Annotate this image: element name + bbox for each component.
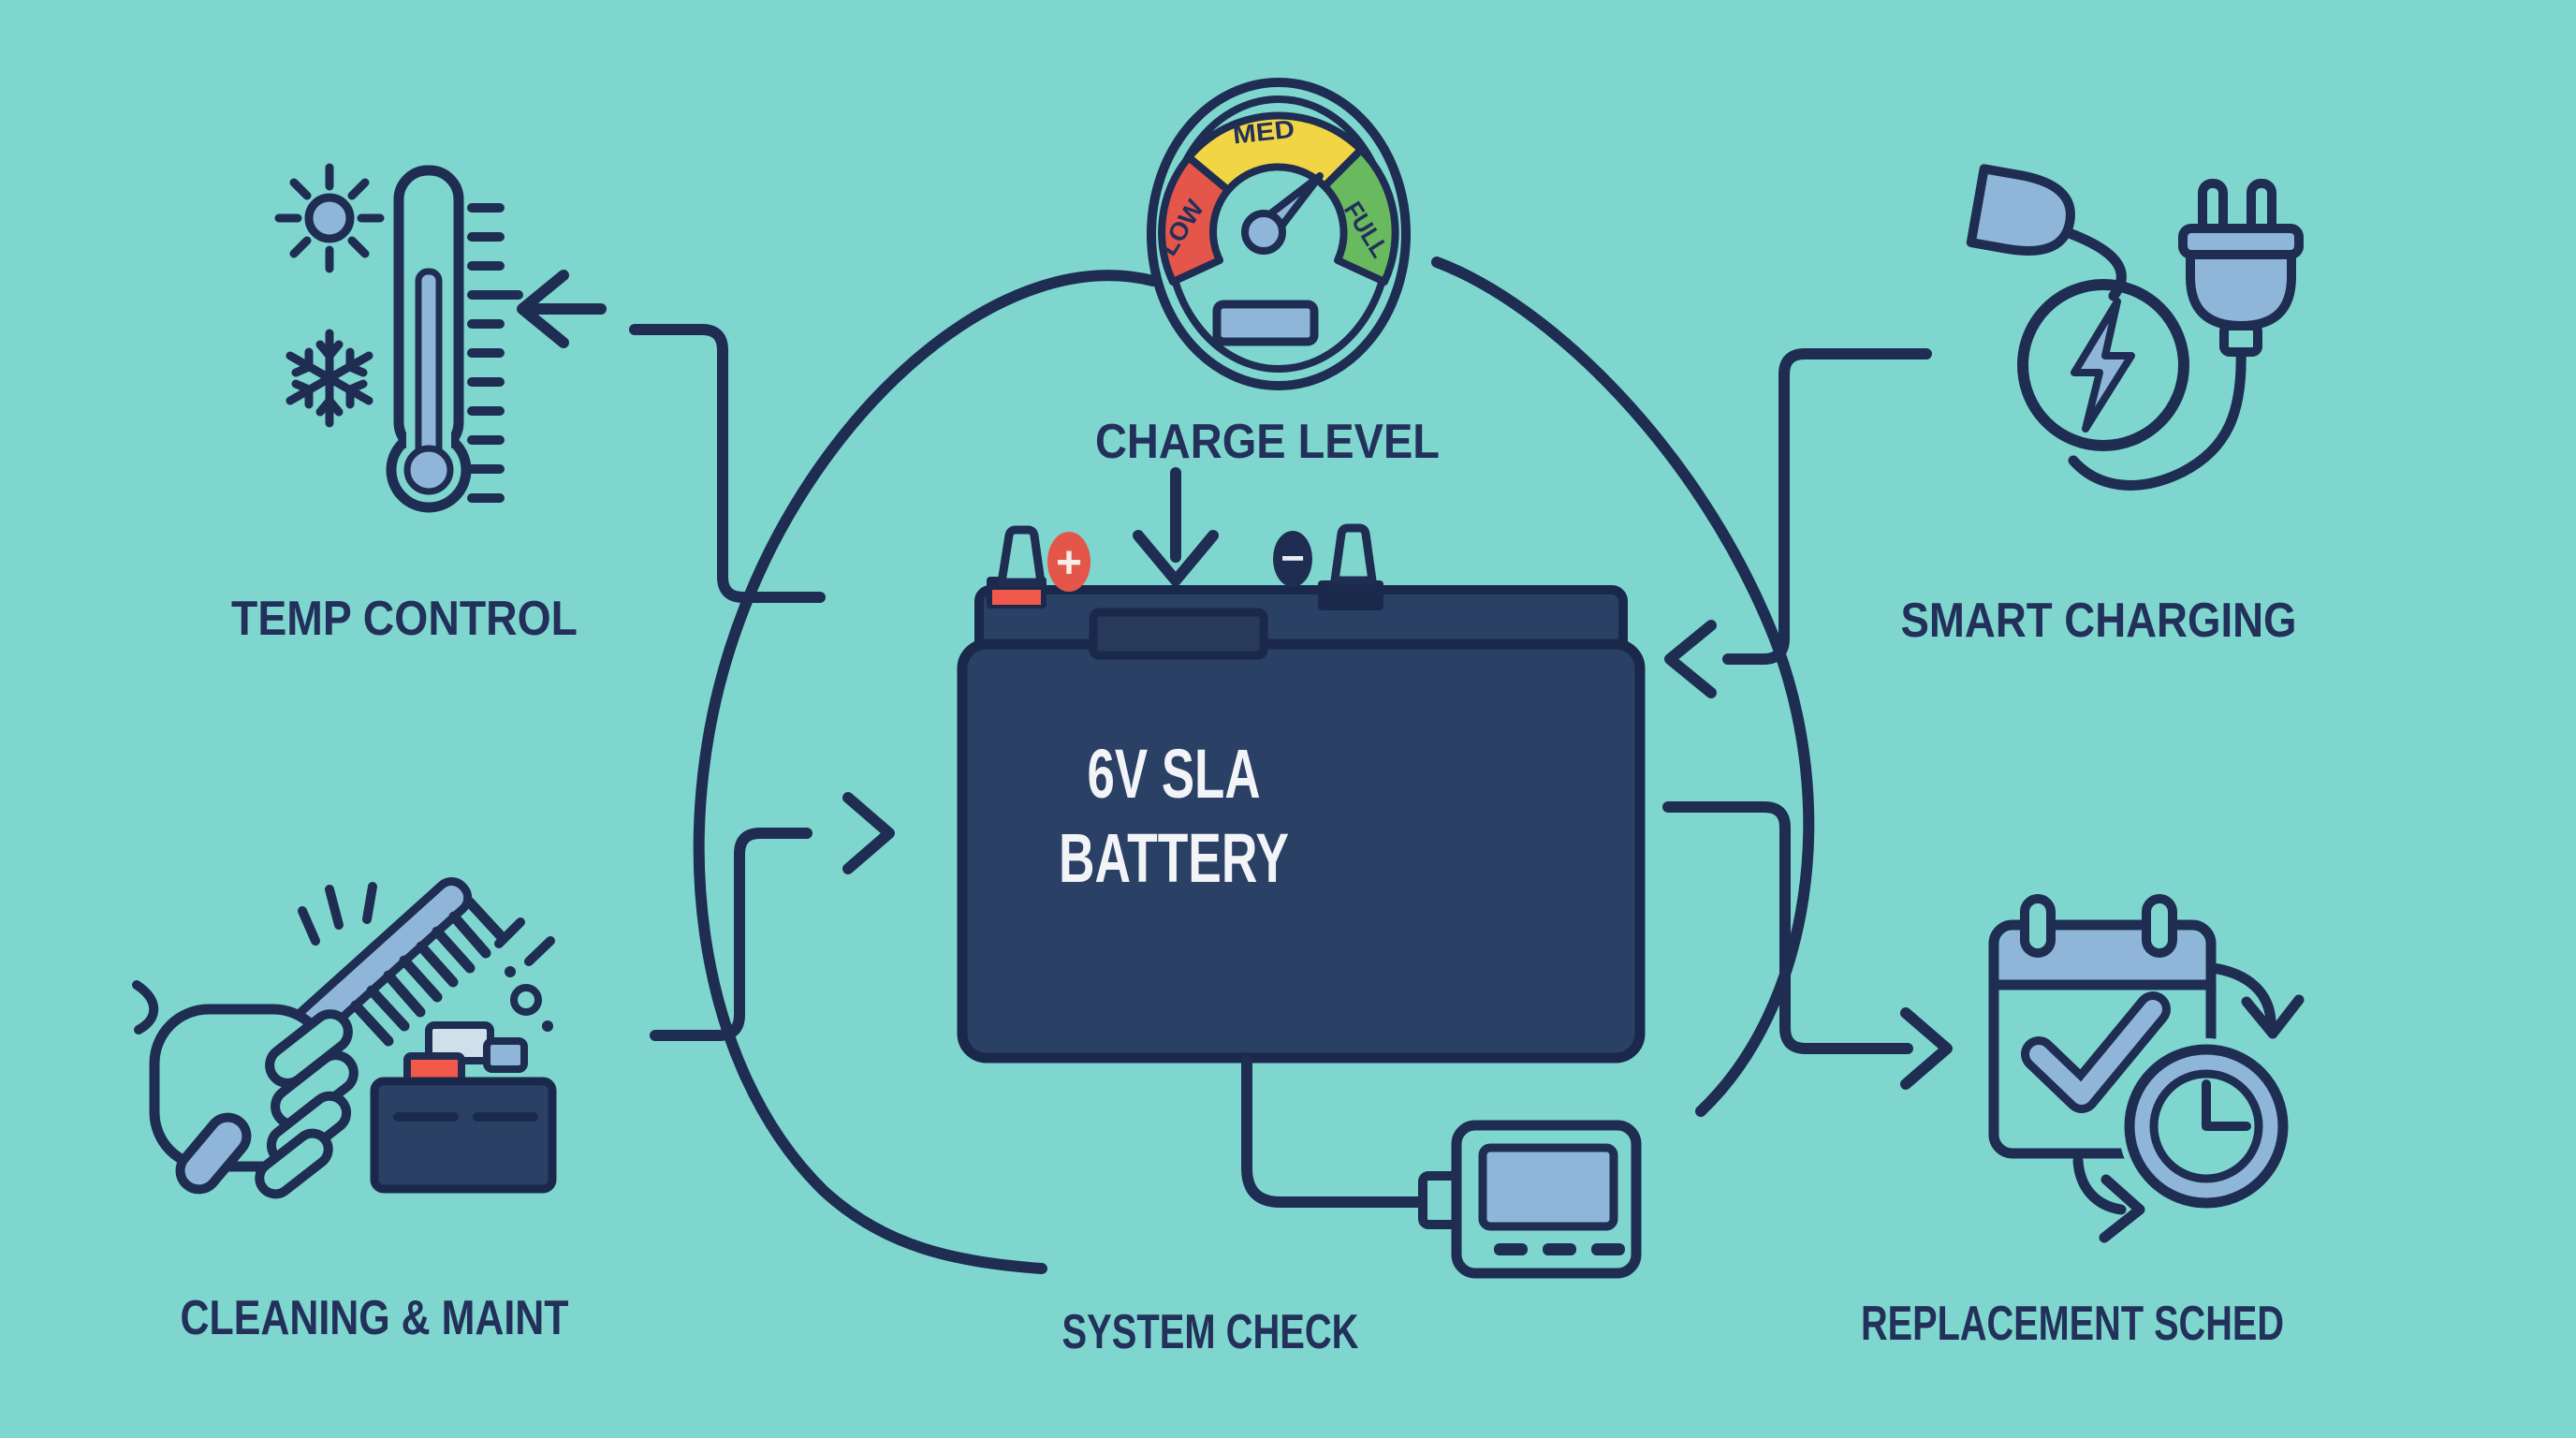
brush-bristles [350, 897, 508, 1047]
terminal-base [1318, 580, 1383, 610]
connector-cleaning [650, 792, 895, 1041]
node-battery: + − 6V SLA BATTERY [957, 523, 1646, 1064]
node-system-check: SYSTEM CHECK [1062, 1054, 1642, 1359]
bubble-dot [542, 1020, 553, 1032]
cycle-arc-top [2207, 962, 2276, 1026]
thermometer-scale-ticks [467, 203, 523, 503]
connector-smart-charging [1664, 348, 1932, 698]
multimeter-icon [1451, 1120, 1642, 1279]
terminal-post [1330, 523, 1377, 585]
thermometer-column [415, 268, 443, 462]
clock-hands [2202, 1079, 2251, 1131]
arrow-right-icon [842, 792, 895, 874]
sun-rays [274, 163, 385, 273]
battery-body [957, 638, 1646, 1064]
plug-icon [2178, 179, 2304, 357]
dc-connector-icon [1966, 164, 2075, 256]
smart-charging-label: SMART CHARGING [1901, 594, 2297, 648]
connector-temp-elbow [629, 324, 826, 603]
gauge-outer-ring [1147, 78, 1411, 390]
plus-badge [1047, 532, 1090, 592]
snowflake-icon [285, 329, 373, 428]
bubbles [505, 966, 553, 1032]
sleeve-line [132, 980, 159, 1034]
gauge-med-segment [1185, 111, 1365, 194]
bubble-ring [510, 984, 542, 1016]
gauge-full-segment [1321, 146, 1399, 286]
minus-icon: − [1281, 536, 1305, 581]
gauge-icon: LOW MED FULL [1147, 78, 1411, 390]
bubble-dot [505, 966, 516, 977]
gauge-med-label: MED [1232, 115, 1296, 150]
multimeter-button [1591, 1243, 1625, 1255]
connector-cleaning-elbow [650, 828, 812, 1041]
orbit-ring-left-arc [693, 270, 1159, 1274]
sparkle-lines [298, 882, 555, 966]
body-dash [473, 1112, 538, 1122]
checkmark-icon [2029, 1000, 2162, 1105]
arrow-left-icon [517, 270, 569, 348]
lightning-bolt-icon [2071, 298, 2135, 433]
charge-level-label: CHARGE LEVEL [1095, 415, 1440, 469]
brush-handle-end [175, 1112, 252, 1195]
calendar-ring [2020, 894, 2056, 958]
arrow-down-icon [1133, 530, 1219, 586]
sun-icon [274, 163, 385, 273]
body-dash [393, 1112, 459, 1122]
arrow-right-icon [2099, 1174, 2145, 1243]
node-charge-level: LOW MED FULL CHARGE LEVEL [1095, 78, 1440, 469]
plus-icon: + [1056, 538, 1082, 588]
connector-replacement-elbow [1662, 801, 1913, 1054]
gauge-needle-hub [1241, 210, 1286, 255]
node-cleaning-maint: CLEANING & MAINT [132, 876, 569, 1345]
node-smart-charging: SMART CHARGING [1901, 164, 2304, 648]
plug-neck [2219, 321, 2262, 357]
terminal-red-band [992, 590, 1041, 605]
connector-replacement [1662, 801, 1953, 1090]
multimeter-button [1543, 1243, 1576, 1255]
connector-charge-level [1133, 467, 1219, 586]
small-battery-body [370, 1077, 557, 1194]
calendar-ring [2142, 894, 2177, 958]
dc-connector-body [1966, 164, 2075, 256]
battery-positive-terminal: + [987, 525, 1090, 609]
temp-control-label: TEMP CONTROL [231, 592, 578, 646]
connectors [517, 270, 1953, 1090]
arrow-right-icon [1900, 1007, 1953, 1090]
node-temp-control: TEMP CONTROL [231, 163, 578, 646]
arrow-down-icon [2241, 994, 2305, 1039]
battery-vent-strip [1089, 608, 1268, 660]
cycle-arc-bottom [2072, 1155, 2127, 1215]
connector-temp-control [517, 270, 826, 603]
terminal-post [997, 525, 1046, 587]
gauge-display-window [1212, 300, 1319, 346]
cycle-arrows [2072, 962, 2305, 1243]
test-wire [1241, 1054, 1428, 1208]
replacement-sched-label: REPLACEMENT SCHED [1861, 1297, 2284, 1351]
battery-negative-terminal: − [1273, 523, 1383, 610]
node-replacement-sched: REPLACEMENT SCHED [1861, 894, 2305, 1351]
charger-cable-2 [2068, 345, 2247, 491]
sun-core [304, 193, 355, 243]
thermometer-icon [386, 165, 523, 513]
plug-body [2186, 250, 2296, 330]
small-battery-icon [370, 1021, 557, 1194]
clock-icon [2118, 1038, 2294, 1214]
multimeter-screen [1478, 1143, 1618, 1231]
battery-title-line2: BATTERY [1059, 819, 1289, 897]
thermometer-bulb-fill [403, 445, 454, 495]
hand-icon [132, 980, 359, 1199]
minus-badge [1273, 531, 1312, 587]
energy-circle [2017, 279, 2189, 451]
multimeter-button [1494, 1243, 1528, 1255]
finger [255, 1128, 333, 1199]
cleaning-maint-label: CLEANING & MAINT [181, 1291, 569, 1345]
connector-smart-elbow [1722, 348, 1932, 665]
battery-title-line1: 6V SLA [1088, 735, 1261, 813]
terminal-nub [483, 1037, 528, 1073]
system-check-label: SYSTEM CHECK [1062, 1305, 1359, 1359]
arrow-left-icon [1664, 620, 1717, 698]
